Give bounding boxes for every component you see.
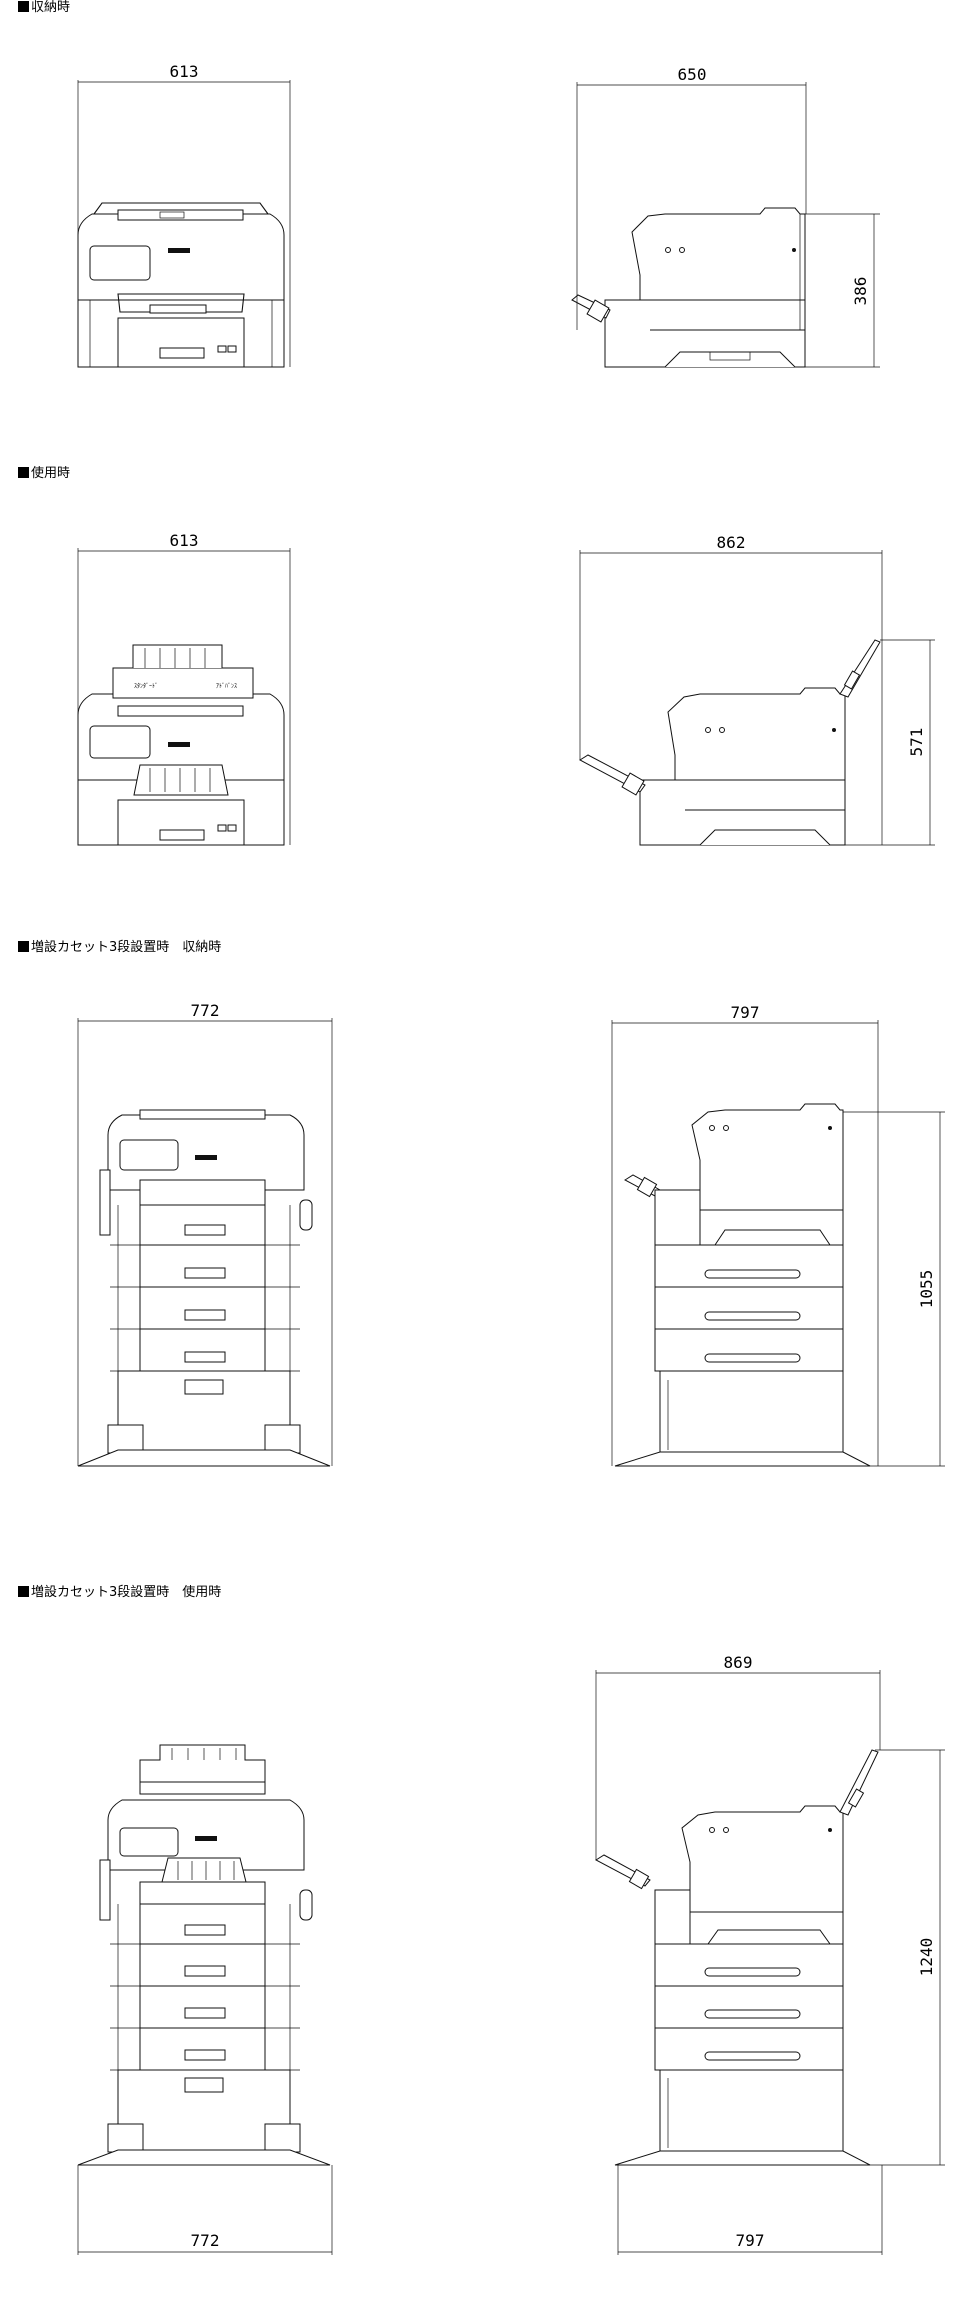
dimension-label: 862 [717,533,746,552]
s1-side-printer [571,207,806,368]
s4-side-dimensions: 869 1240 797 [595,1653,945,2255]
s2-front-printer: ｽﾀﾝﾀﾞｰﾄﾞ ｱﾄﾞﾊﾞﾝｽ [77,644,285,846]
section-heading-text: 増設カセット3段設置時 収納時 [31,940,222,955]
s4-front-printer [77,1744,331,2166]
section-heading-cassette-storage: 増設カセット3段設置時 収納時 [18,940,221,956]
s3-side-dimensions: 797 1055 [611,1003,945,1467]
s2-side-printer [579,639,881,846]
section-heading-cassette-in-use: 増設カセット3段設置時 使用時 [18,1585,221,1601]
section-heading-in-use: 使用時 [18,466,70,482]
s3-front-width-dimension: 772 [77,1001,333,1466]
dimension-label: 571 [907,728,926,757]
dimension-label: 772 [191,2231,220,2250]
dimension-label: 613 [170,62,199,81]
square-bullet-icon [18,1,29,12]
brand-logo: EPSON [172,248,186,253]
section-heading-text: 収納時 [31,0,71,15]
square-bullet-icon [18,467,29,478]
dimension-label: 1240 [917,1938,936,1977]
s1-front-printer: EPSON [77,202,285,368]
s2-side-dimensions: 862 571 [579,533,935,846]
s1-side-dimensions: 650 386 [576,65,880,368]
dimension-label: 869 [724,1653,753,1672]
s1-front-width-dimension: 613 [77,62,291,367]
dimension-label: 613 [170,531,199,550]
section-heading-text: 使用時 [31,466,71,481]
square-bullet-icon [18,1586,29,1597]
dimension-label: 797 [731,1003,760,1022]
s2-front-width-dimension: 613 [77,531,291,845]
tray-right-label: ｱﾄﾞﾊﾞﾝｽ [216,683,237,690]
section-heading-text: 増設カセット3段設置時 使用時 [31,1585,222,1600]
dimension-label: 386 [851,277,870,306]
tray-left-label: ｽﾀﾝﾀﾞｰﾄﾞ [134,683,158,690]
dimension-label: 797 [736,2231,765,2250]
s4-front-width-dimension: 772 [77,2165,333,2255]
s3-side-printer [614,1103,871,1467]
dimension-label: 772 [191,1001,220,1020]
dimension-label: 650 [678,65,707,84]
dimension-label: 1055 [917,1270,936,1309]
square-bullet-icon [18,941,29,952]
s3-front-printer [77,1109,331,1467]
section-heading-storage: 収納時 [18,0,70,16]
s4-side-printer [594,1749,879,2166]
